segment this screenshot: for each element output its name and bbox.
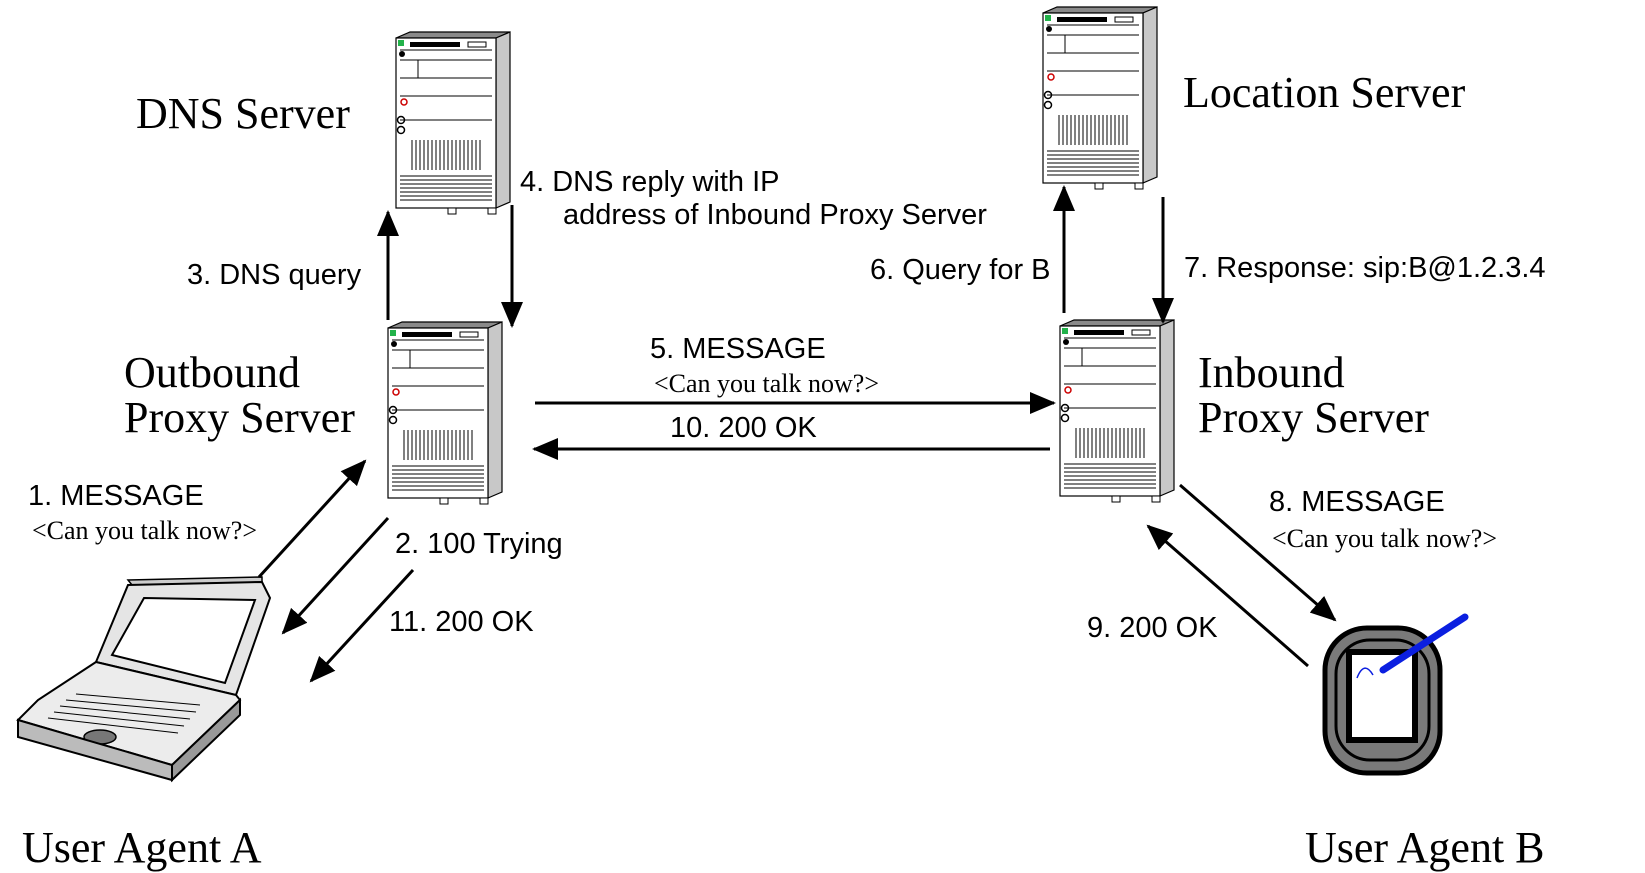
msg11-label: 11. 200 OK xyxy=(389,606,534,638)
location-server-title: Location Server xyxy=(1183,68,1466,117)
dns-server-title: DNS Server xyxy=(136,89,350,138)
outbound-proxy-server-icon xyxy=(387,321,503,505)
msg2-label: 2. 100 Trying xyxy=(395,528,563,560)
user-agent-b-title: User Agent B xyxy=(1305,823,1545,872)
inbound-proxy-title-line1: Inbound xyxy=(1198,348,1345,397)
outbound-proxy-title-line2: Proxy Server xyxy=(124,393,355,442)
msg8-body: <Can you talk now?> xyxy=(1272,524,1497,553)
msg4-label-line2: address of Inbound Proxy Server xyxy=(563,199,987,231)
msg3-label: 3. DNS query xyxy=(187,259,362,291)
msg7-label: 7. Response: sip:B@1.2.3.4 xyxy=(1184,252,1546,284)
user-agent-a-title: User Agent A xyxy=(22,823,262,872)
location-server-icon xyxy=(1042,6,1158,190)
inbound-proxy-title-line2: Proxy Server xyxy=(1198,393,1429,442)
dns-server-icon xyxy=(395,31,511,215)
pda-stylus-icon xyxy=(1322,613,1469,776)
msg4-label-line1: 4. DNS reply with IP xyxy=(520,166,779,198)
msg1-body: <Can you talk now?> xyxy=(32,516,257,545)
msg6-label: 6. Query for B xyxy=(870,254,1051,286)
msg5-body: <Can you talk now?> xyxy=(654,369,879,398)
msg10-label: 10. 200 OK xyxy=(670,412,817,444)
inbound-proxy-server-icon xyxy=(1059,319,1175,503)
msg5-label: 5. MESSAGE xyxy=(650,333,826,365)
msg9-label: 9. 200 OK xyxy=(1087,612,1218,644)
msg1-label: 1. MESSAGE xyxy=(28,480,204,512)
outbound-proxy-title-line1: Outbound xyxy=(124,348,300,397)
laptop-icon xyxy=(16,576,272,783)
arrows xyxy=(257,185,1337,683)
msg8-label: 8. MESSAGE xyxy=(1269,486,1445,518)
